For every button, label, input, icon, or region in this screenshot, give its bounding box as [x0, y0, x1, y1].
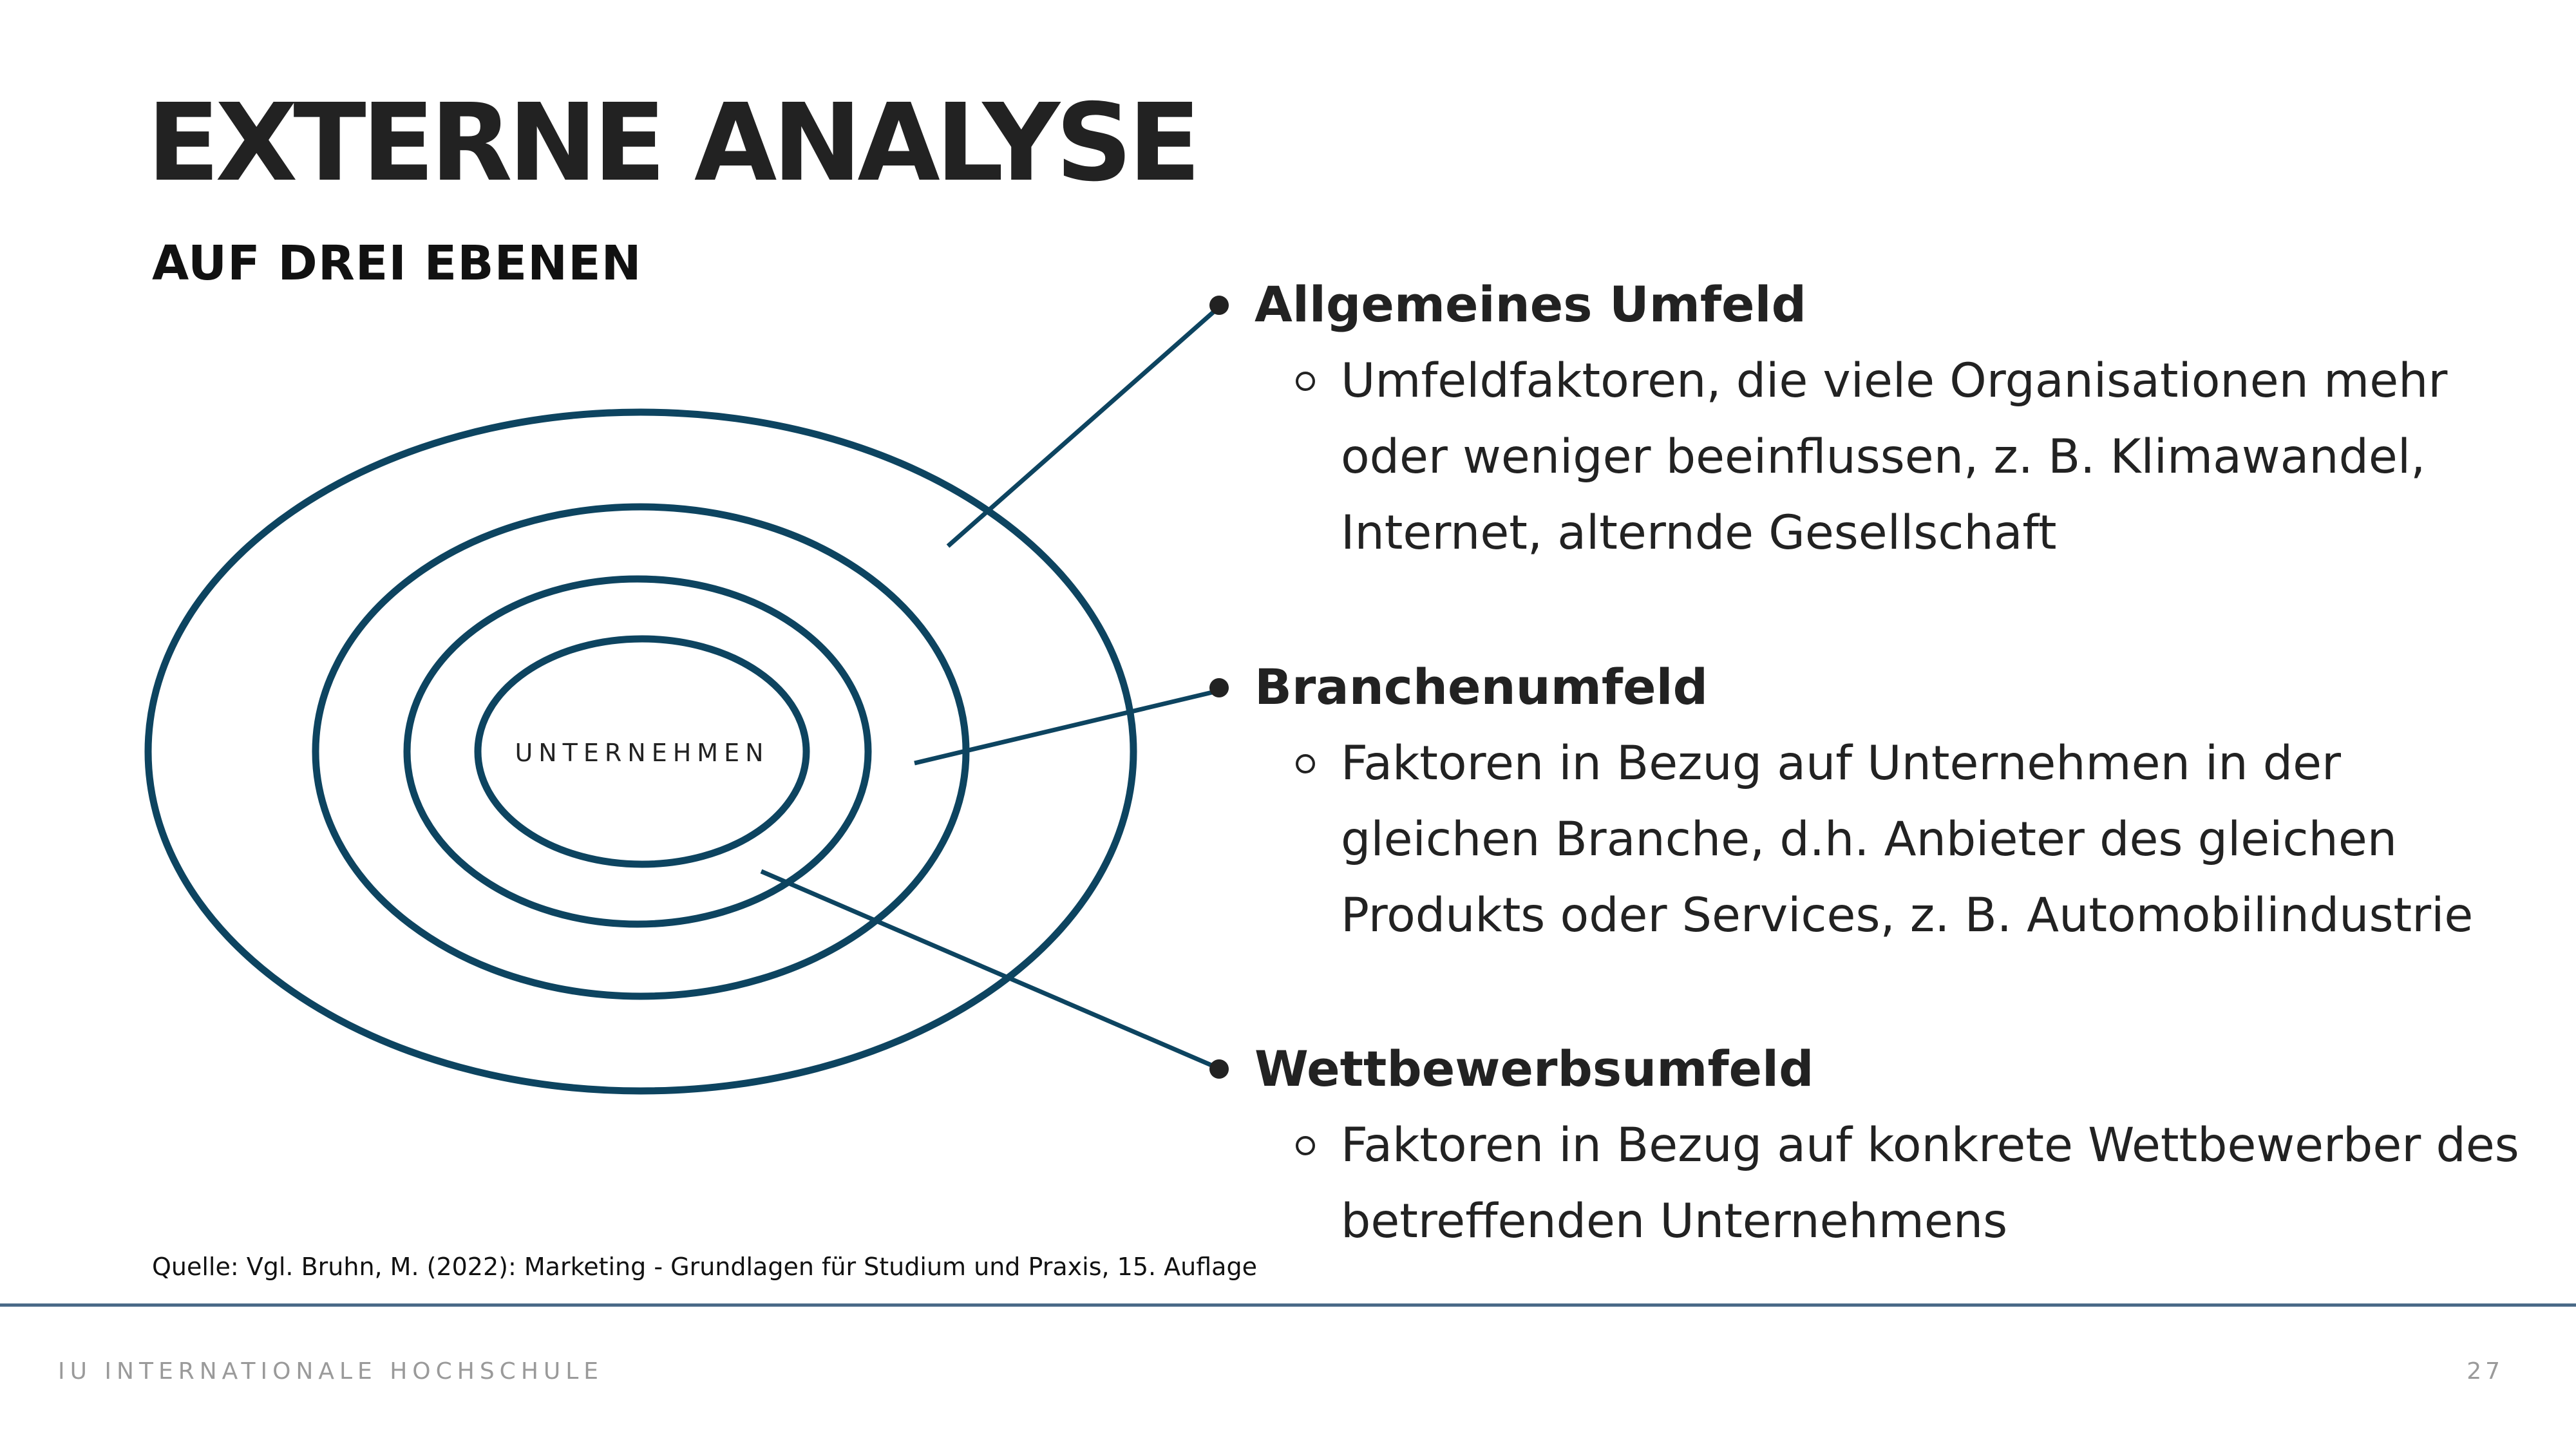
- level-title-general-environment: Allgemeines Umfeld: [1255, 276, 1806, 333]
- level-description-general-environment: Umfeldfaktoren, die viele Organisationen…: [1341, 354, 2448, 560]
- level-title-competitive-environment: Wettbewerbsumfeld: [1255, 1040, 1814, 1097]
- connector-industry-environment: [914, 688, 1221, 766]
- bullet-general-environment: [1209, 296, 1229, 315]
- footer-institution: IU INTERNATIONALE HOCHSCHULE: [58, 1358, 604, 1385]
- source-citation: Quelle: Vgl. Bruhn, M. (2022): Marketing…: [152, 1253, 1257, 1281]
- company-label: UNTERNEHMEN: [515, 739, 769, 767]
- connector-competitive-environment: [760, 869, 1222, 1072]
- level-description-industry-environment: Faktoren in Bezug auf Unternehmen in der…: [1341, 736, 2474, 943]
- sub-bullet-icon: [1296, 372, 1315, 391]
- ring-competitive-environment: [403, 575, 872, 928]
- level-title-industry-environment: Branchenumfeld: [1255, 658, 1708, 715]
- sub-bullet-icon: [1296, 1136, 1315, 1155]
- page-title: EXTERNE ANALYSE: [147, 81, 1201, 205]
- bullet-competitive-environment: [1209, 1059, 1229, 1079]
- ring-company: [474, 635, 810, 868]
- ring-general-environment: [144, 408, 1137, 1095]
- bullet-industry-environment: [1209, 678, 1229, 697]
- page-subtitle: AUF DREI EBENEN: [152, 236, 642, 291]
- connector-general-environment: [946, 304, 1222, 548]
- page-number: 27: [2467, 1358, 2504, 1385]
- level-description-competitive-environment: Faktoren in Bezug auf konkrete Wettbewer…: [1341, 1118, 2519, 1249]
- sub-bullet-icon: [1296, 754, 1315, 773]
- footer-divider: [0, 1303, 2576, 1307]
